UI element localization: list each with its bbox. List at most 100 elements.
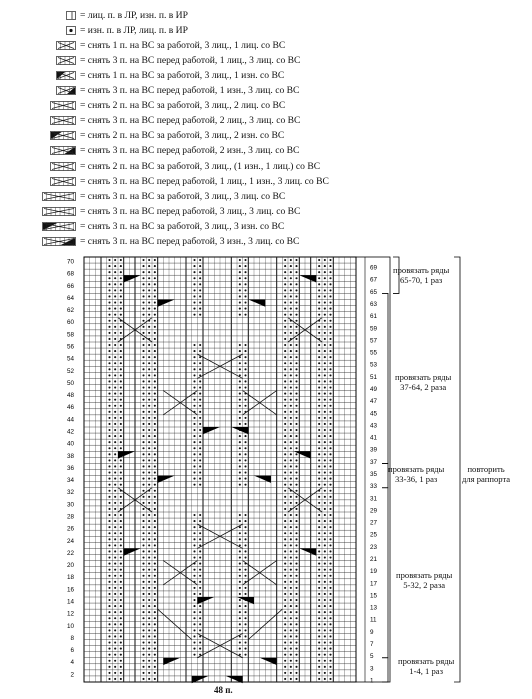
legend-text: = снять 3 п. на ВС перед работой, 2 изн.… xyxy=(80,145,300,157)
left-row-number: 40 xyxy=(67,441,75,448)
left-row-number: 62 xyxy=(67,307,75,314)
left-row-number: 68 xyxy=(67,271,75,278)
right-row-number: 69 xyxy=(370,265,378,272)
legend-text: = снять 3 п. на ВС за работой, 3 лиц., 3… xyxy=(80,190,286,202)
cable-purl-triangle xyxy=(123,548,141,556)
legend-text: = снять 1 п. на ВС за работой, 3 лиц., 1… xyxy=(80,70,285,82)
cable-cross-line xyxy=(157,608,192,640)
note-rows-33-36-line1: провязать ряды xyxy=(388,464,445,474)
bracket-rows-5-32 xyxy=(382,487,389,659)
note-rows-1-4-line1: провязать ряды xyxy=(398,656,455,666)
legend-text: = снять 3 п. на ВС перед работой, 3 изн.… xyxy=(80,235,300,247)
left-row-number: 2 xyxy=(70,671,74,678)
cable-cross-line xyxy=(197,633,243,659)
note-rows-5-32: провязать ряды 5-32, 2 раза xyxy=(396,570,452,590)
legend-row: = снять 3 п. на ВС перед работой, 1 лиц.… xyxy=(0,54,520,68)
cable-3-3-right-center-symbol xyxy=(50,161,76,171)
legend-text: = снять 3 п. на ВС перед работой, 3 лиц.… xyxy=(80,205,301,217)
right-row-number: 17 xyxy=(370,580,378,587)
right-row-number: 47 xyxy=(370,398,378,405)
bracket-rows-1-4 xyxy=(382,657,389,683)
right-row-number: 63 xyxy=(370,301,378,308)
cable-cross-line xyxy=(287,487,323,513)
cable-cross-line xyxy=(163,390,198,416)
note-rows-33-36-line2: 33-36, 1 раз xyxy=(394,474,438,484)
legend-row: = снять 1 п. на ВС за работой, 3 лиц., 1… xyxy=(0,39,520,53)
legend-text: = снять 2 п. на ВС за работой, 3 лиц., 2… xyxy=(80,130,285,142)
legend-row: = снять 2 п. на ВС за работой, 3 лиц., 2… xyxy=(0,99,520,113)
cable-3-1-right-symbol xyxy=(56,41,76,50)
cable-purl-triangle xyxy=(299,548,317,556)
left-row-number: 44 xyxy=(67,416,75,423)
bracket-rows-65-70 xyxy=(393,256,400,294)
right-row-number: 51 xyxy=(370,374,378,381)
bracket-repeat xyxy=(454,256,461,683)
left-row-number: 32 xyxy=(67,489,75,496)
cable-3-3-left-symbol xyxy=(42,206,76,216)
right-row-number: 35 xyxy=(370,471,378,478)
legend-text: = снять 3 п. на ВС за работой, 3 лиц., 3… xyxy=(80,220,285,232)
left-row-number: 6 xyxy=(70,647,74,654)
right-row-number: 25 xyxy=(370,532,378,539)
right-row-number: 65 xyxy=(370,289,378,296)
legend-row: = изн. п. в ЛР, лиц. п. в ИР xyxy=(0,24,520,38)
right-row-number: 41 xyxy=(370,435,378,442)
note-rows-5-32-line2: 5-32, 2 раза xyxy=(403,580,446,590)
cable-cross-line xyxy=(117,317,153,343)
cable-3-2-right-purl-symbol xyxy=(50,131,76,141)
cable-3-3-right-symbol xyxy=(42,191,76,201)
note-rows-33-36: провязать ряды 33-36, 1 раз xyxy=(388,464,444,484)
cable-3-1-left-purl-symbol xyxy=(56,86,76,96)
left-row-number: 58 xyxy=(67,331,75,338)
note-rows-65-70: провязать ряды 65-70, 1 раз xyxy=(393,265,449,285)
left-row-number: 24 xyxy=(67,538,75,545)
legend-text: = снять 3 п. на ВС перед работой, 1 лиц.… xyxy=(80,175,329,187)
legend-text: = снять 2 п. на ВС за работой, 3 лиц., 2… xyxy=(80,100,286,112)
left-row-number: 38 xyxy=(67,453,75,460)
bracket-rows-37-64 xyxy=(382,293,389,464)
chart-grid: 7068666462605856545250484644424038363432… xyxy=(67,256,461,684)
left-row-number: 36 xyxy=(67,465,75,472)
note-rows-1-4-line2: 1-4, 1 раз xyxy=(409,666,443,676)
left-row-number: 56 xyxy=(67,343,75,350)
legend-text: = снять 3 п. на ВС перед работой, 1 лиц.… xyxy=(80,55,301,67)
right-row-number: 45 xyxy=(370,410,378,417)
note-rows-1-4: провязать ряды 1-4, 1 раз xyxy=(398,656,454,676)
legend-text: = снять 2 п. на ВС за работой, 3 лиц., (… xyxy=(80,160,321,172)
right-row-number: 23 xyxy=(370,544,378,551)
legend-row: = снять 3 п. на ВС перед работой, 1 лиц.… xyxy=(0,175,520,189)
right-row-number: 29 xyxy=(370,507,378,514)
right-row-number: 19 xyxy=(370,568,378,575)
cable-3-1-left-symbol xyxy=(56,56,76,65)
right-row-number: 37 xyxy=(370,459,378,466)
right-row-number: 27 xyxy=(370,520,378,527)
note-rows-65-70-line2: 65-70, 1 раз xyxy=(399,275,443,285)
right-row-number: 43 xyxy=(370,422,378,429)
legend-text: = снять 3 п. на ВС перед работой, 1 изн.… xyxy=(80,85,300,97)
left-row-number: 20 xyxy=(67,562,75,569)
left-row-number: 54 xyxy=(67,356,75,363)
stitch-count-label: 48 п. xyxy=(214,685,233,695)
left-row-number: 46 xyxy=(67,404,75,411)
legend-row: = снять 3 п. на ВС перед работой, 1 изн.… xyxy=(0,84,520,98)
right-row-number: 31 xyxy=(370,495,378,502)
right-row-number: 49 xyxy=(370,386,378,393)
note-repeat-line1: повторить xyxy=(467,464,505,474)
left-row-number: 22 xyxy=(67,550,75,557)
left-row-number: 42 xyxy=(67,428,75,435)
left-row-number: 64 xyxy=(67,295,75,302)
right-row-number: 11 xyxy=(370,617,377,624)
legend-row: = снять 3 п. на ВС перед работой, 3 изн.… xyxy=(0,235,520,249)
left-row-number: 28 xyxy=(67,513,75,520)
right-number-column xyxy=(355,256,391,683)
left-row-number: 10 xyxy=(67,623,75,630)
cable-cross-line xyxy=(242,560,277,586)
purl-bar-symbol xyxy=(66,11,76,20)
cable-purl-triangle xyxy=(237,597,254,605)
left-row-number: 16 xyxy=(67,586,75,593)
cable-cross-line xyxy=(242,390,277,416)
left-row-number: 14 xyxy=(67,598,75,605)
legend-row: = снять 3 п. на ВС за работой, 3 лиц., 3… xyxy=(0,220,520,234)
right-row-number: 39 xyxy=(370,447,378,454)
